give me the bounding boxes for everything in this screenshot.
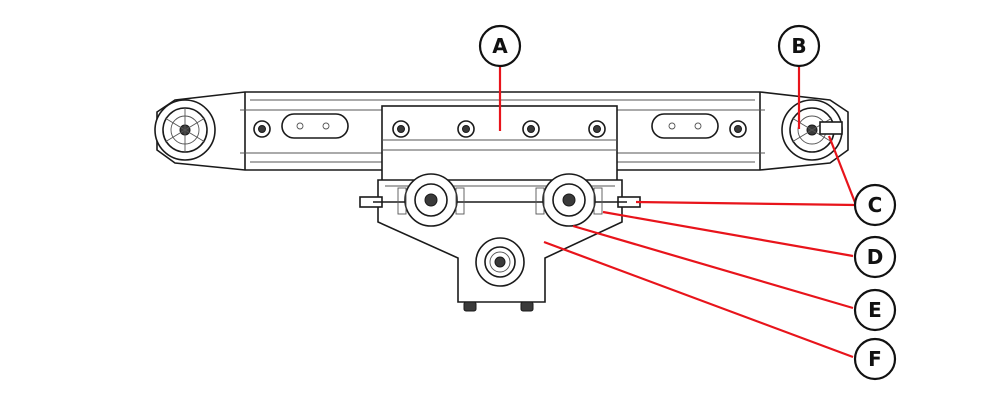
leader-f <box>543 240 854 359</box>
left-end-roller <box>154 99 216 161</box>
callout-c: C <box>853 183 897 227</box>
callout-a-label: A <box>492 34 508 58</box>
callout-e-label: E <box>868 298 882 322</box>
leader-lines <box>498 67 858 359</box>
callout-e: E <box>853 288 897 332</box>
leader-e <box>572 224 854 310</box>
callout-f: F <box>853 337 897 381</box>
leader-d <box>602 210 854 258</box>
callout-f-label: F <box>868 347 882 371</box>
callout-d: D <box>853 235 897 279</box>
callout-c-label: C <box>868 193 883 217</box>
leader-c-upper <box>827 135 858 206</box>
lower-bracket <box>359 173 641 312</box>
right-end-roller <box>781 99 843 161</box>
leader-c-lower <box>635 200 857 207</box>
callout-b-label: B <box>791 34 806 58</box>
callout-b: B <box>777 24 821 68</box>
callout-a: A <box>478 24 522 68</box>
callout-d-label: D <box>867 245 884 269</box>
